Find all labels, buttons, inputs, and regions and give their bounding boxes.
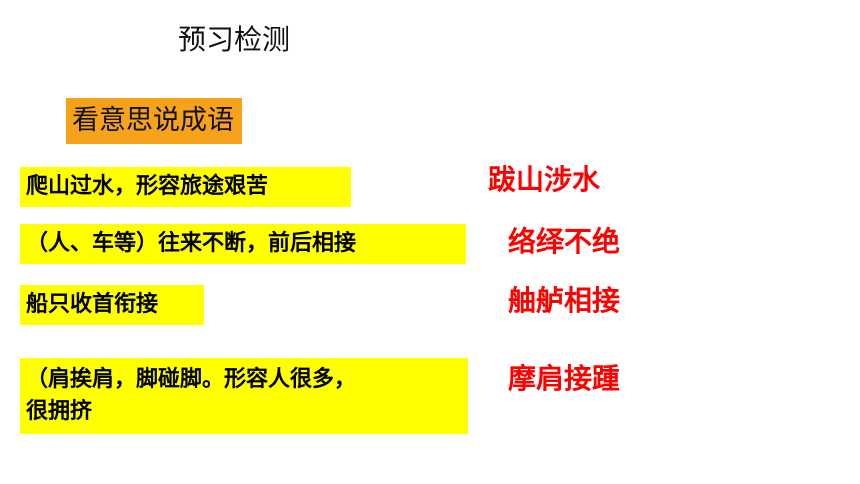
answer-3: 舳舻相接 (508, 284, 621, 317)
clue-2: （人、车等）往来不断，前后相接 (20, 224, 466, 264)
clue-1: 爬山过水，形容旅途艰苦 (20, 167, 351, 207)
answer-1: 跋山涉水 (488, 163, 601, 196)
clue-4: （肩挨肩，脚碰脚。形容人很多， 很拥挤 (20, 358, 468, 434)
answer-2: 络绎不绝 (508, 225, 621, 258)
clue-4-line-1: （肩挨肩，脚碰脚。形容人很多， (26, 367, 357, 392)
clue-4-line-2: 很拥挤 (26, 399, 93, 424)
page-title: 预习检测 (178, 23, 291, 56)
answer-4: 摩肩接踵 (508, 362, 621, 395)
section-heading: 看意思说成语 (66, 98, 242, 144)
clue-3: 船只收首衔接 (20, 285, 204, 325)
